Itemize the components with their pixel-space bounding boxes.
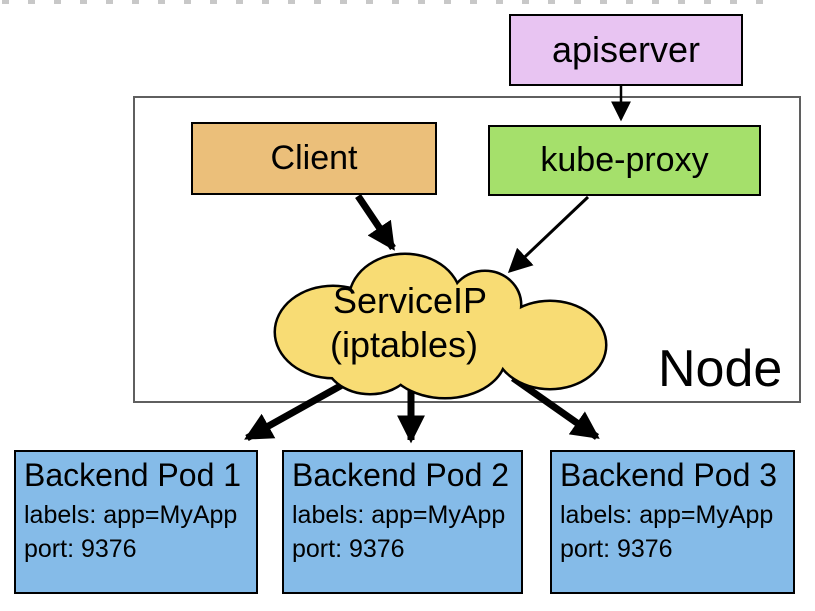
pod-title: Backend Pod 1 [24,457,242,493]
backend-pod-3-box: Backend Pod 3 labels: app=MyApp port: 93… [550,450,795,594]
client-label: Client [270,139,358,177]
apiserver-label: apiserver [551,29,701,70]
kube-proxy-label: kube-proxy [540,141,709,179]
backend-pod-1-box: Backend Pod 1 labels: app=MyApp port: 93… [14,450,258,594]
cropped-text-artifact [2,0,764,4]
pod-port: port: 9376 [24,535,137,563]
kube-proxy-box: kube-proxy [488,125,761,196]
pod-title: Backend Pod 2 [292,457,510,493]
pod-labels: labels: app=MyApp [560,501,774,529]
pod-labels: labels: app=MyApp [292,501,506,529]
pod-labels: labels: app=MyApp [24,501,238,529]
pod-port: port: 9376 [292,535,405,563]
backend-pod-2-box: Backend Pod 2 labels: app=MyApp port: 93… [282,450,523,594]
pod-title: Backend Pod 3 [560,457,778,493]
node-label: Node [658,340,783,398]
pod-port: port: 9376 [560,535,673,563]
node-boundary-box [133,96,801,403]
client-box: Client [191,122,437,195]
apiserver-box: apiserver [509,14,743,86]
